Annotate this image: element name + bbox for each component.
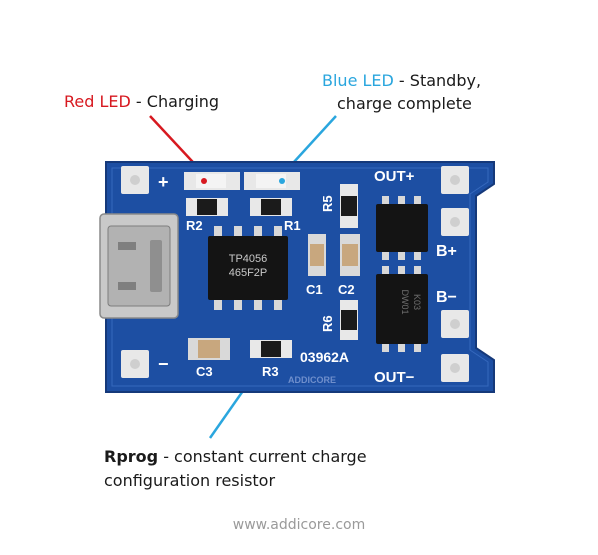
blue-led-annotation: Blue LED - Standby, [322,70,481,92]
rprog-title: Rprog [104,447,159,466]
rprog-annotation: Rprog - constant current charge [104,446,367,468]
red-led-desc: - Charging [130,92,220,111]
resistor-r3-rprog [250,340,292,358]
silk-b-minus: B− [436,289,457,306]
pcb-inner-edge [111,167,489,387]
silk-r5: R5 [320,195,335,212]
silk-out-minus: OUT− [374,369,415,386]
resistor-r1 [250,198,292,216]
silk-r6: R6 [320,315,335,332]
capacitor-c1 [308,234,326,276]
silk-b-plus: B+ [436,243,457,260]
chip-main-line2: 465F2P [229,267,268,279]
chip-side-line1: DW01 [400,289,410,314]
chip-protection-bottom [376,266,428,352]
silk-r3: R3 [262,364,279,379]
red-led [184,172,240,190]
micro-usb-connector [99,213,179,319]
mount-pads [121,166,469,382]
chip-protection-top [376,196,428,260]
resistor-r5 [340,184,358,228]
resistor-r2 [186,198,228,216]
silk-c2: C2 [338,282,355,297]
chip-tp4056 [208,226,288,310]
silk-r2: R2 [186,218,203,233]
silk-brand: ADDICORE [288,375,336,385]
chip-main-line1: TP4056 [229,253,268,265]
capacitor-c2 [340,234,360,276]
rprog-desc: - constant current charge [158,447,367,466]
chip-side-line2: K03 [412,294,422,310]
silk-board-id: 03962A [300,349,349,365]
blue-led-desc2: charge complete [337,94,472,113]
blue-led-desc: - Standby, [393,71,482,90]
silk-out-plus: OUT+ [374,168,415,185]
red-led-annotation: Red LED - Charging [64,91,219,113]
rprog-desc2: configuration resistor [104,471,276,490]
silk-plus: + [158,172,169,192]
silk-c3: C3 [196,364,213,379]
capacitor-c3 [188,338,230,360]
blue-led-title: Blue LED [322,71,394,90]
footer-url: www.addicore.com [232,517,366,533]
silk-r1: R1 [284,218,301,233]
red-led-title: Red LED [64,92,131,111]
blue-led [244,172,300,190]
resistor-r6 [340,300,358,340]
silk-c1: C1 [306,282,323,297]
silk-minus: − [158,354,169,374]
